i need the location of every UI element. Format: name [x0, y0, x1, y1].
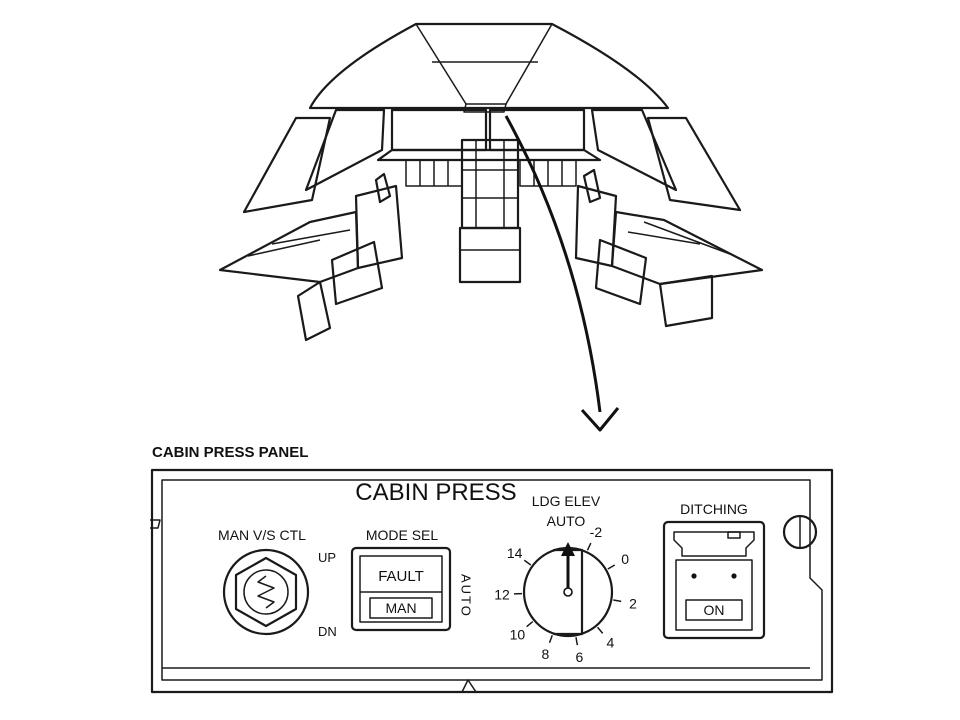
ldg-elev-tick-label: -2 [590, 524, 603, 540]
ldg-elev-tick [548, 634, 553, 643]
mode-sel-outer-frame [350, 546, 452, 632]
ldg-elev-knob-hub [563, 587, 573, 597]
ldg-elev-tick-label: 14 [507, 545, 523, 561]
man-vs-ctl-dn-label: DN [318, 624, 337, 639]
callout-arrow-shaft [504, 115, 602, 413]
ditching-group: DITCHING ON [662, 501, 766, 640]
man-vs-ctl-group: MAN V/S CTL UP DN [218, 527, 337, 639]
ldg-elev-tick [586, 542, 592, 551]
left-console-top [218, 210, 360, 284]
right-console-side [658, 274, 714, 328]
right-console-lines [627, 221, 731, 255]
glareshield [376, 148, 602, 162]
ldg-elev-label: LDG ELEV [532, 493, 601, 509]
ldg-elev-tick [526, 620, 534, 628]
left-window [304, 108, 386, 192]
ldg-elev-tick-label: 4 [607, 635, 615, 651]
ditching-on-box [685, 599, 743, 621]
ldg-elev-tick [607, 564, 616, 570]
panel-outer-border [150, 468, 834, 694]
cockpit-illustration [218, 22, 764, 432]
toggle-outer-ring [222, 548, 310, 636]
right-side-window [646, 116, 742, 212]
ditching-rivet-right [731, 573, 737, 579]
center-pedestal-upper [460, 138, 520, 230]
toggle-inner-ring [243, 569, 289, 615]
mode-sel-group: MODE SEL FAULT MAN AUTO [350, 527, 474, 632]
ldg-elev-tick [596, 626, 604, 634]
panel-inner-border [161, 479, 823, 681]
right-control-handle [582, 168, 602, 204]
man-vs-ctl-toggle[interactable] [222, 548, 310, 636]
right-seat-block [594, 238, 648, 306]
panel-notch-left [150, 519, 161, 529]
center-pedestal-lower [458, 226, 522, 284]
toggle-spring-icon [257, 575, 275, 609]
left-seat-block [330, 240, 384, 306]
ldg-elev-tick-label: 6 [576, 649, 584, 665]
ldg-elev-tick-labels: -2 0 2 4 6 8 10 12 14 [494, 524, 637, 665]
ditching-guard-frame [662, 520, 766, 640]
ldg-elev-tick-label: 12 [494, 586, 510, 602]
overhead-panel-lines [415, 23, 553, 105]
man-vs-ctl-up-label: UP [318, 550, 336, 565]
ldg-elev-tick [613, 599, 622, 603]
ldg-elev-knob[interactable] [522, 542, 614, 638]
ditching-label: DITCHING [680, 501, 748, 517]
ditching-button-body [675, 559, 753, 631]
ldg-elev-group: LDG ELEV AUTO -2 0 2 4 6 8 10 12 14 [494, 493, 637, 665]
mode-sel-auto-label: AUTO [459, 574, 474, 618]
panel-title: CABIN PRESS [355, 479, 516, 506]
left-side-window [242, 116, 332, 214]
mode-sel-man-label: MAN [385, 600, 416, 616]
mode-sel-man-box [369, 597, 433, 619]
ditching-guard-cover [673, 531, 755, 557]
toggle-hex-nut [234, 556, 298, 628]
left-front-window [390, 108, 488, 152]
man-vs-ctl-label: MAN V/S CTL [218, 527, 306, 543]
ldg-elev-tick [575, 637, 579, 646]
ldg-elev-tick [523, 559, 532, 566]
right-window [590, 108, 678, 192]
cabin-press-panel: CABIN PRESS [150, 468, 834, 694]
figure-caption: CABIN PRESS PANEL [152, 444, 308, 461]
pedestal-lines [462, 140, 518, 228]
ldg-elev-tick-label: 10 [510, 626, 526, 642]
callout-arrow-head [580, 407, 620, 432]
ldg-elev-pointer-head [561, 542, 575, 556]
panel-bottom-mark [461, 679, 477, 693]
left-control-handle [374, 172, 392, 204]
ldg-elev-tick-label: 8 [542, 646, 550, 662]
mode-sel-button[interactable]: FAULT MAN [350, 546, 452, 632]
left-instrument-panel [405, 160, 463, 187]
right-console-top [610, 210, 764, 286]
ditching-guard-latch [727, 531, 741, 539]
ditching-rivet-left [691, 573, 697, 579]
overhead-panel [308, 22, 670, 110]
right-instrument-panel [519, 160, 577, 187]
left-console-side [296, 280, 332, 342]
ditching-on-label: ON [704, 602, 725, 618]
ldg-elev-tick-label: 0 [621, 551, 629, 567]
right-console-front [574, 184, 618, 268]
ldg-elev-tick-label: 2 [629, 595, 637, 611]
mode-sel-inner-frame [359, 555, 443, 623]
ditching-switch[interactable]: ON [673, 531, 755, 631]
mode-sel-fault-label: FAULT [378, 568, 424, 585]
left-console-lines [247, 229, 351, 257]
ldg-elev-tick-marks [514, 542, 622, 646]
mode-sel-label: MODE SEL [366, 527, 439, 543]
ldg-elev-auto-label: AUTO [547, 513, 586, 529]
